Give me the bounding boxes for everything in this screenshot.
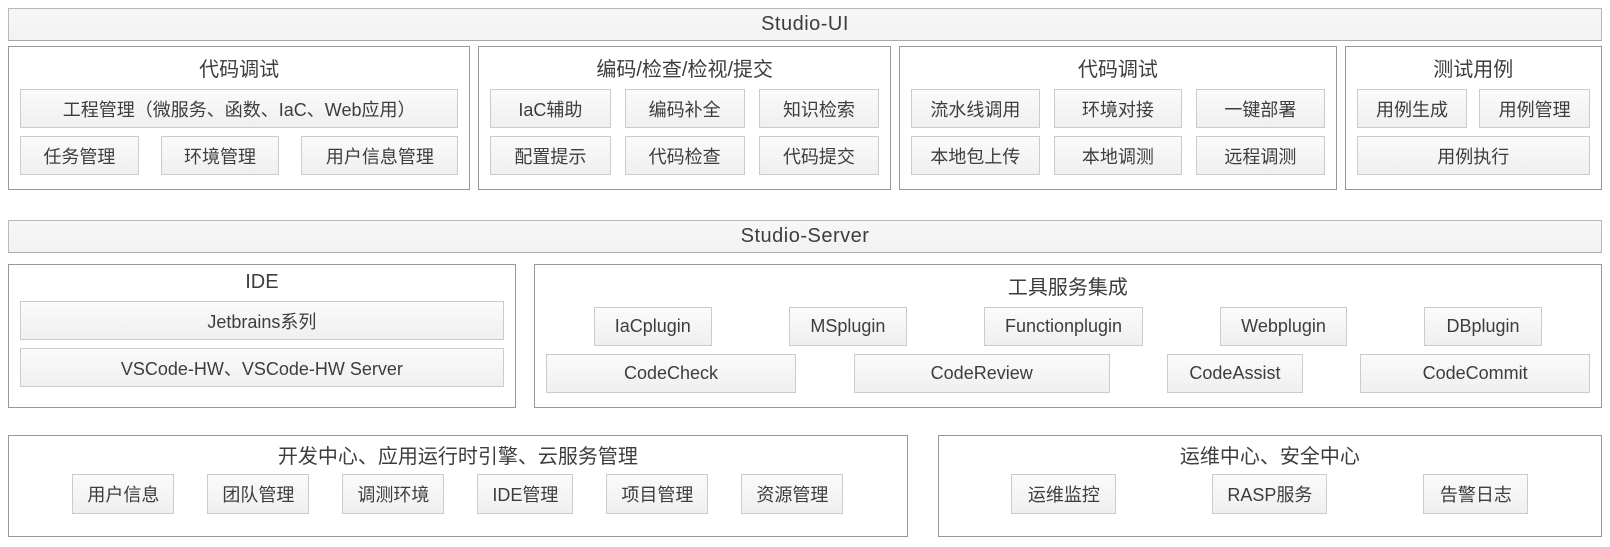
panel-body: IaCplugin MSplugin Functionplugin Webplu… xyxy=(535,307,1601,407)
item-iac-plugin: IaCplugin xyxy=(593,307,712,346)
item-ops-monitoring: 运维监控 xyxy=(1011,474,1117,514)
panel-title: 工具服务集成 xyxy=(1007,277,1128,299)
item-web-plugin: Webplugin xyxy=(1220,307,1347,346)
item-code-completion: 编码补全 xyxy=(624,89,745,128)
item-case-execute: 用例执行 xyxy=(1356,136,1590,175)
item-remote-debug: 远程调测 xyxy=(1196,136,1325,175)
item-one-click-deploy: 一键部署 xyxy=(1196,89,1325,128)
item-pipeline-invoke: 流水线调用 xyxy=(911,89,1040,128)
panel-body: 用户信息 团队管理 调测环境 IDE管理 项目管理 资源管理 xyxy=(9,474,907,536)
item-row: 用例生成 用例管理 xyxy=(1356,89,1590,128)
item-row: IaC辅助 编码补全 知识检索 xyxy=(490,89,880,128)
item-project-mgmt: 项目管理 xyxy=(606,474,709,514)
panel-ide: IDE Jetbrains系列 VSCode-HW、VSCode-HW Serv… xyxy=(8,264,516,408)
studio-ui-bar: Studio-UI xyxy=(8,8,1602,41)
panel-body: 用例生成 用例管理 用例执行 xyxy=(1346,89,1601,189)
item-env-connect: 环境对接 xyxy=(1053,89,1183,128)
services-row: CodeCheck CodeReview CodeAssist CodeComm… xyxy=(545,354,1590,393)
item-code-check: 代码检查 xyxy=(624,136,745,175)
panel-title: 运维中心、安全中心 xyxy=(1179,446,1360,468)
panel-code-debug-left: 代码调试 工程管理（微服务、函数、IaC、Web应用） 任务管理 环境管理 用户… xyxy=(8,46,471,190)
panel-code-debug-right: 代码调试 流水线调用 环境对接 一键部署 本地包上传 本地调测 远程调测 xyxy=(899,46,1337,190)
item-function-plugin: Functionplugin xyxy=(983,307,1144,346)
item-row: 配置提示 代码检查 代码提交 xyxy=(490,136,880,175)
panel-body: 运维监控 RASP服务 告警日志 xyxy=(939,474,1601,536)
item-codecommit: CodeCommit xyxy=(1360,354,1590,393)
plugins-row: IaCplugin MSplugin Functionplugin Webplu… xyxy=(546,307,1590,346)
item-codecheck: CodeCheck xyxy=(545,354,797,393)
item-knowledge-search: 知识检索 xyxy=(758,89,880,128)
studio-ui-label: Studio-UI xyxy=(761,13,849,35)
item-db-plugin: DBplugin xyxy=(1423,307,1542,346)
item-user-info: 用户信息 xyxy=(72,474,175,514)
item-project-management: 工程管理（微服务、函数、IaC、Web应用） xyxy=(20,89,459,128)
item-codeassist: CodeAssist xyxy=(1167,354,1303,393)
item-local-package-upload: 本地包上传 xyxy=(911,136,1040,175)
item-code-commit: 代码提交 xyxy=(758,136,880,175)
item-codereview: CodeReview xyxy=(853,354,1110,393)
panel-body: 流水线调用 环境对接 一键部署 本地包上传 本地调测 远程调测 xyxy=(900,89,1336,189)
item-case-management: 用例管理 xyxy=(1479,89,1590,128)
panel-title: 测试用例 xyxy=(1433,59,1514,81)
panel-title: 开发中心、应用运行时引擎、云服务管理 xyxy=(277,446,638,468)
studio-server-bar: Studio-Server xyxy=(8,220,1602,253)
studio-server-label: Studio-Server xyxy=(740,225,870,247)
panel-ops-security-center: 运维中心、安全中心 运维监控 RASP服务 告警日志 xyxy=(937,435,1602,537)
item-row: 流水线调用 环境对接 一键部署 xyxy=(911,89,1325,128)
item-alarm-log: 告警日志 xyxy=(1423,474,1529,514)
item-case-generate: 用例生成 xyxy=(1356,89,1468,128)
item-team-management: 团队管理 xyxy=(207,474,310,514)
item-row: 本地包上传 本地调测 远程调测 xyxy=(911,136,1325,175)
item-task-management: 任务管理 xyxy=(20,136,139,175)
panel-title: 代码调试 xyxy=(1077,59,1158,81)
item-row: 用户信息 团队管理 调测环境 IDE管理 项目管理 资源管理 xyxy=(20,474,896,514)
item-row: 任务管理 环境管理 用户信息管理 xyxy=(20,136,459,175)
platform-panels-row: 开发中心、应用运行时引擎、云服务管理 用户信息 团队管理 调测环境 IDE管理 … xyxy=(8,435,1602,537)
studio-ui-panels-row: 代码调试 工程管理（微服务、函数、IaC、Web应用） 任务管理 环境管理 用户… xyxy=(8,46,1602,190)
item-row: 运维监控 RASP服务 告警日志 xyxy=(950,474,1590,514)
panel-title: 编码/检查/检视/提交 xyxy=(596,59,774,81)
item-rasp-service: RASP服务 xyxy=(1212,474,1328,514)
item-iac-assist: IaC辅助 xyxy=(490,89,611,128)
panel-coding-check-review-commit: 编码/检查/检视/提交 IaC辅助 编码补全 知识检索 配置提示 代码检查 代码… xyxy=(478,46,892,190)
item-resource-management: 资源管理 xyxy=(741,474,844,514)
panel-body: Jetbrains系列 VSCode-HW、VSCode-HW Server xyxy=(9,301,515,407)
studio-server-panels-row: IDE Jetbrains系列 VSCode-HW、VSCode-HW Serv… xyxy=(8,264,1602,408)
panel-dev-center: 开发中心、应用运行时引擎、云服务管理 用户信息 团队管理 调测环境 IDE管理 … xyxy=(8,435,908,537)
panel-title: IDE xyxy=(245,271,279,293)
item-debug-environment: 调测环境 xyxy=(342,474,445,514)
panel-body: 工程管理（微服务、函数、IaC、Web应用） 任务管理 环境管理 用户信息管理 xyxy=(9,89,469,189)
item-local-debug: 本地调测 xyxy=(1053,136,1183,175)
panel-test-cases: 测试用例 用例生成 用例管理 用例执行 xyxy=(1344,46,1602,190)
item-config-hint: 配置提示 xyxy=(490,136,611,175)
panel-body: IaC辅助 编码补全 知识检索 配置提示 代码检查 代码提交 xyxy=(479,89,890,189)
item-jetbrains-series: Jetbrains系列 xyxy=(20,301,504,340)
item-ide-management: IDE管理 xyxy=(477,474,574,514)
item-env-management: 环境管理 xyxy=(160,136,280,175)
item-ms-plugin: MSplugin xyxy=(788,307,907,346)
item-vscode-hw: VSCode-HW、VSCode-HW Server xyxy=(20,348,504,387)
panel-title: 代码调试 xyxy=(199,59,280,81)
item-user-info-management: 用户信息管理 xyxy=(301,136,459,175)
panel-tool-service-integration: 工具服务集成 IaCplugin MSplugin Functionplugin… xyxy=(533,264,1602,408)
